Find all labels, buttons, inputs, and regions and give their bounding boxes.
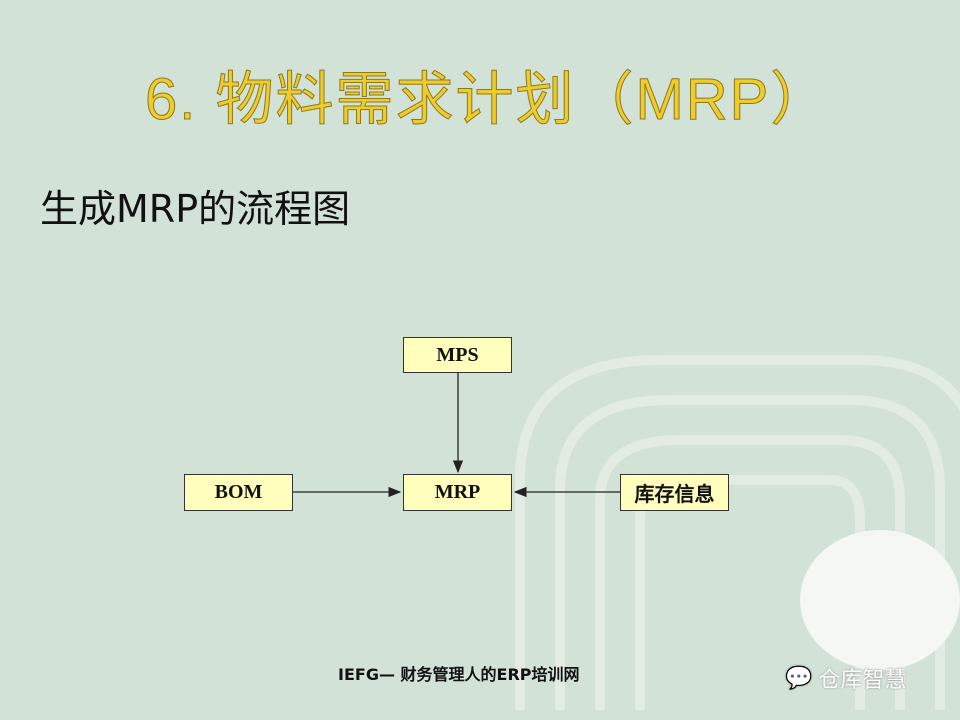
- wechat-icon: 💬: [785, 665, 813, 691]
- watermark: 💬 仓库智慧: [785, 662, 906, 694]
- node-mrp: MRP: [403, 474, 512, 511]
- node-inventory: 库存信息: [620, 474, 729, 511]
- node-mps: MPS: [403, 337, 512, 373]
- footer-text: IEFG— 财务管理人的ERP培训网: [338, 665, 580, 684]
- watermark-text: 仓库智慧: [818, 668, 907, 693]
- node-bom: BOM: [184, 474, 293, 511]
- slide-title: 6. 物料需求计划（MRP）: [144, 67, 831, 133]
- slide-subtitle: 生成MRP的流程图: [40, 187, 351, 231]
